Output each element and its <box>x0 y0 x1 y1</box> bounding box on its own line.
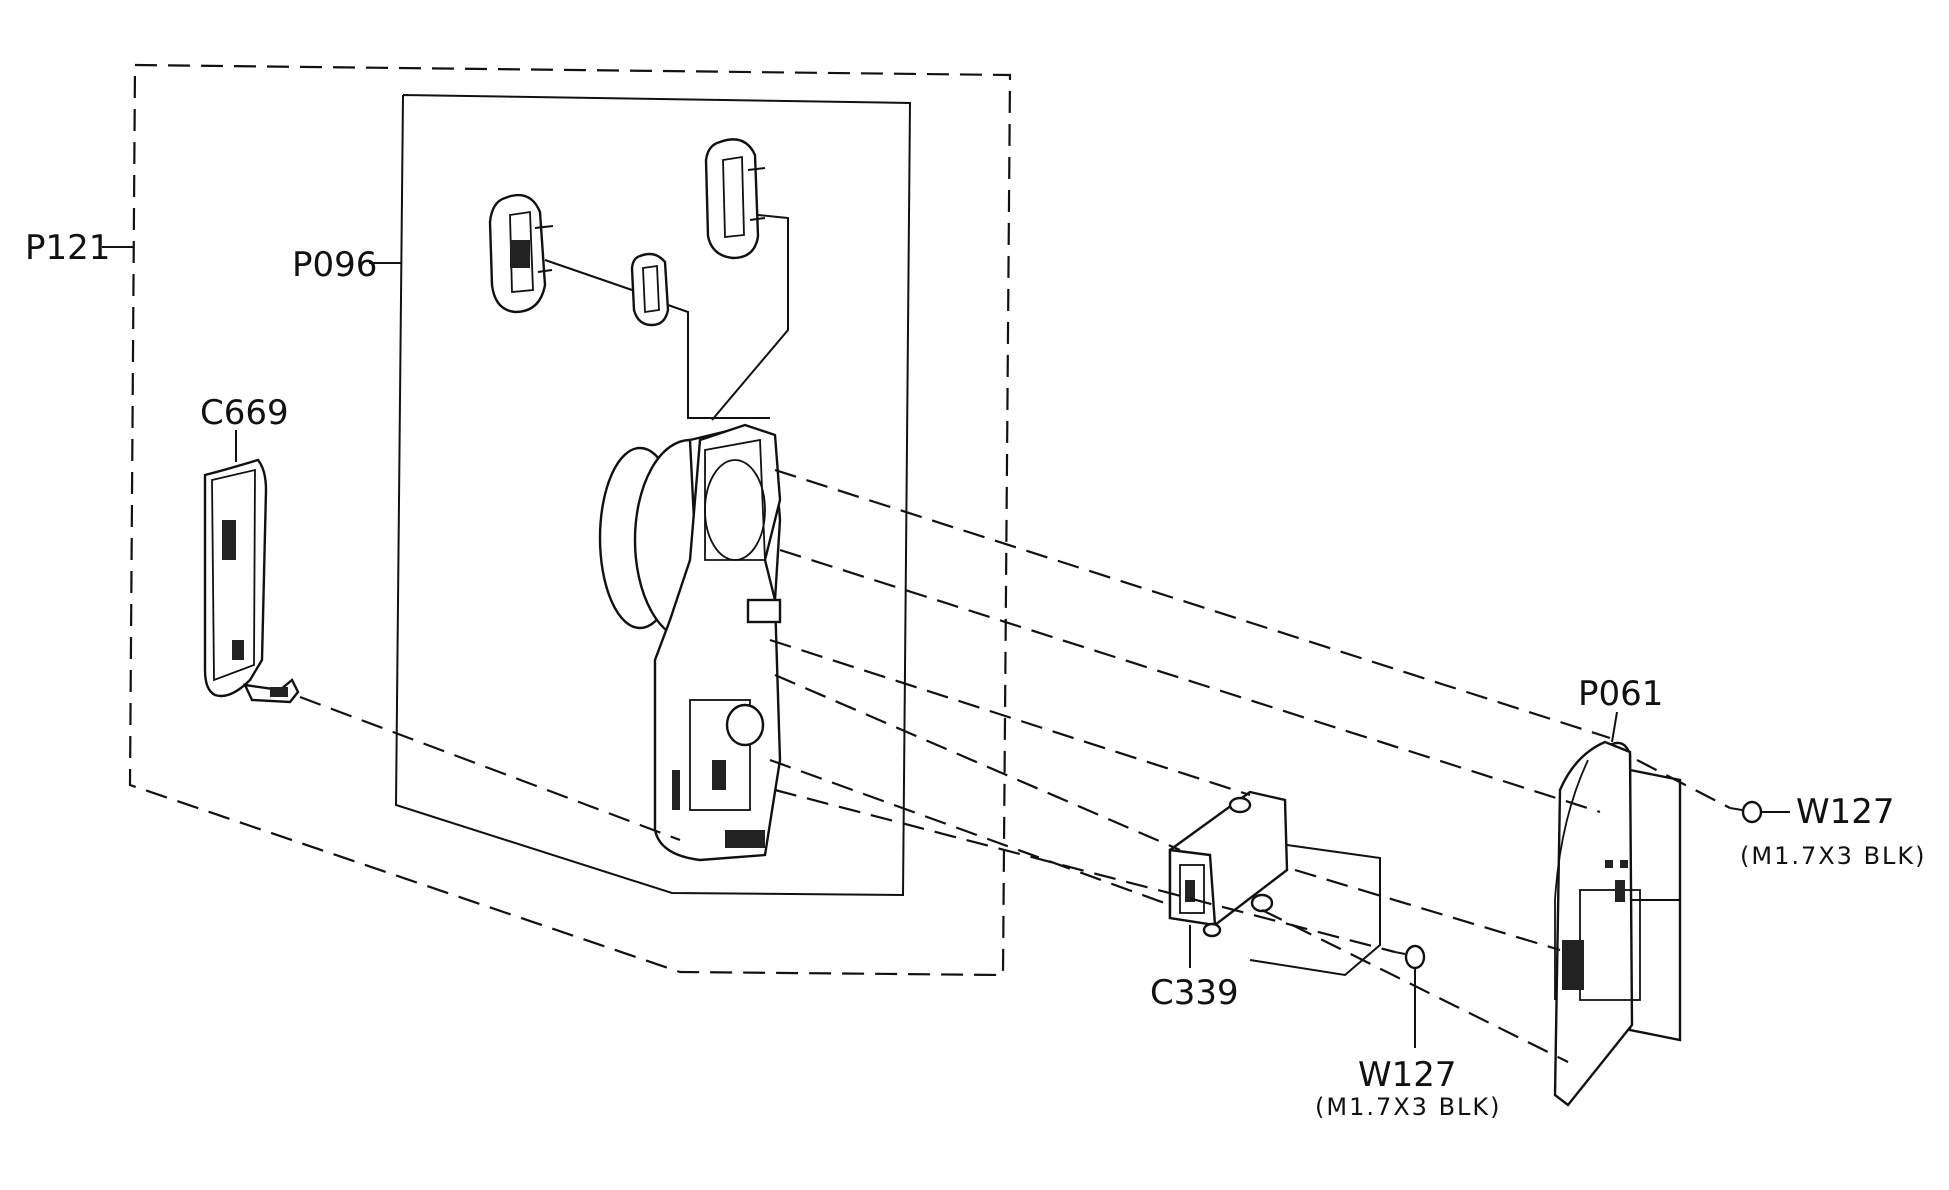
leader-p061 <box>1611 711 1618 743</box>
label-w127-bottom: W127 <box>1358 1055 1457 1095</box>
p096-group-outline <box>394 94 912 897</box>
switch-module-guide <box>1249 844 1381 977</box>
side-cover-part <box>203 458 300 704</box>
button-link-line-2 <box>667 304 770 419</box>
p121-group-outline <box>128 63 1012 977</box>
label-p096: P096 <box>292 245 377 285</box>
screw-bottom-part <box>1394 944 1426 970</box>
button-part-right <box>704 138 766 260</box>
mode-dial-frame-part <box>598 423 782 862</box>
switch-module-part <box>1168 790 1289 938</box>
label-w127-bottom-spec: (M1.7X3 BLK) <box>1315 1093 1502 1121</box>
button-part-left <box>488 193 554 314</box>
label-p121: P121 <box>25 228 110 268</box>
button-part-middle <box>630 252 670 327</box>
circuit-board-part <box>1553 740 1682 1107</box>
label-p061: P061 <box>1578 674 1663 714</box>
button-link-line-3 <box>711 214 789 421</box>
assembly-paths <box>299 468 1731 1063</box>
label-w127-right: W127 <box>1796 792 1895 832</box>
button-link-line <box>544 259 633 291</box>
label-c339: C339 <box>1150 973 1239 1013</box>
screw-right-part <box>1729 800 1763 824</box>
label-c669: C669 <box>200 393 289 433</box>
label-w127-right-spec: (M1.7X3 BLK) <box>1740 842 1927 870</box>
